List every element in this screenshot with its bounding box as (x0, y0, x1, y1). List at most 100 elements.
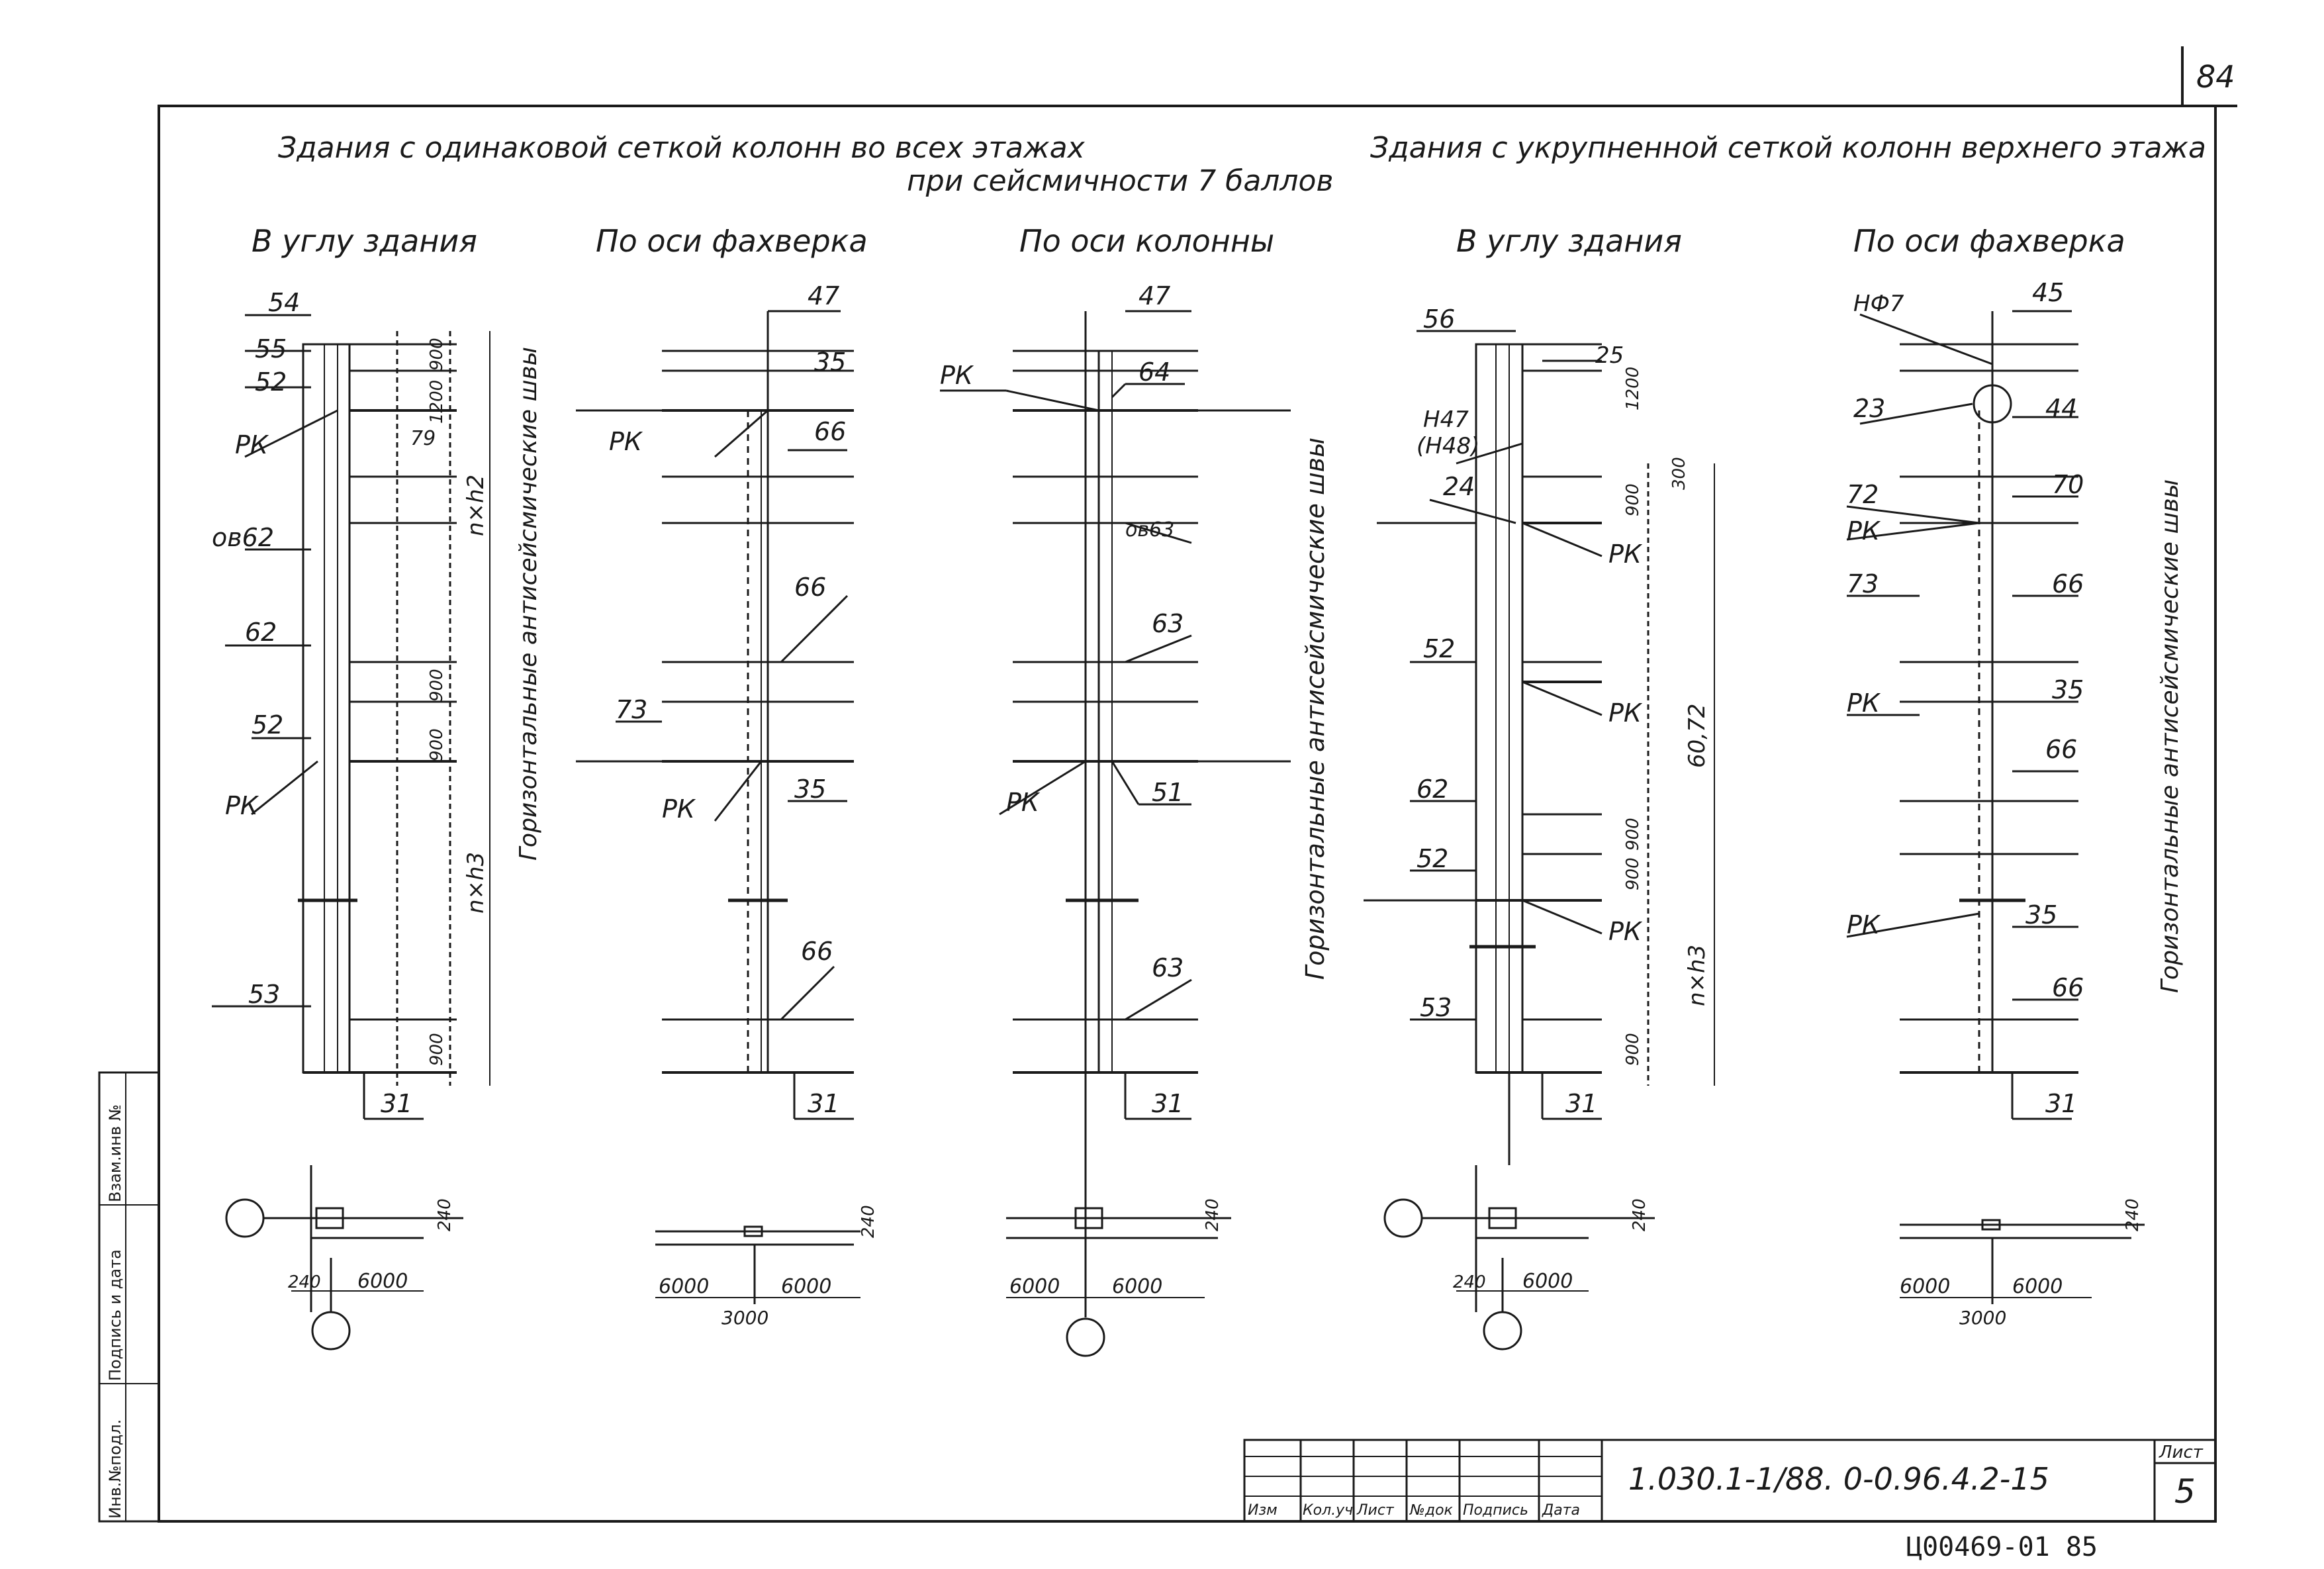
panel-2-plan-dim: 6000 (659, 1275, 709, 1298)
panel-5-labels: НФ7 45 23 44 72 70 РК 73 66 РК 35 66 РК … (1847, 278, 2084, 1118)
panel-4-plan-dim: 240 (1630, 1198, 1650, 1231)
label: 70 (2052, 470, 2084, 499)
panel-1-labels: 54 55 52 РК 79 ов62 62 52 РК 53 31 (212, 288, 436, 1118)
panel-5-plan-dim: 6000 (2012, 1275, 2063, 1298)
margin-inv-podl: Инв.№подл. (106, 1419, 124, 1519)
label: РК (225, 791, 259, 820)
label: РК (1847, 516, 1881, 546)
panel-3-plan-dim: 6000 (1009, 1275, 1060, 1298)
stamp-cell: Дата (1542, 1502, 1580, 1519)
title-left: Здания с одинаковой сеткой колонн во все… (278, 131, 1086, 165)
dim: 1200 (427, 380, 447, 424)
dim: n×h3 (463, 852, 489, 914)
panel-1-elevation (212, 314, 490, 1120)
label: 72 (1847, 480, 1879, 509)
label: 54 (268, 288, 300, 317)
title-block (1243, 1439, 2217, 1523)
label: 52 (252, 710, 283, 739)
label: НФ7 (1853, 291, 1904, 317)
panel-5-plan (1900, 1219, 2145, 1304)
panel-2-plan (655, 1225, 860, 1304)
label: 35 (2025, 900, 2057, 929)
dim: 900 (427, 669, 447, 702)
sheet-number: 5 (2174, 1472, 2196, 1511)
label: 31 (1152, 1089, 1184, 1118)
label: 47 (808, 281, 839, 310)
label: 35 (814, 348, 846, 377)
panel-2-plan-dim: 3000 (721, 1307, 768, 1329)
dim: 900 (427, 728, 447, 761)
panel-1-plan-dim: 240 (435, 1198, 455, 1231)
panel-5-plan-dim: 3000 (1959, 1307, 2006, 1329)
panel-1-side-text: Горизонтальные антисейсмические швы (515, 347, 542, 861)
label: РК (1608, 698, 1643, 728)
panel-4-plan-dim: 6000 (1522, 1270, 1573, 1293)
label: 66 (2052, 973, 2084, 1002)
panel-4-heading: В углу здания (1456, 223, 1682, 259)
label: ов62 (212, 523, 274, 552)
label: 56 (1423, 305, 1455, 334)
panel-2-heading: По оси фахверка (596, 223, 868, 259)
label: 73 (1847, 569, 1879, 598)
label: 31 (1565, 1089, 1597, 1118)
label: 24 (1443, 472, 1475, 501)
dim: 900 (1623, 857, 1643, 890)
label: 31 (2045, 1089, 2077, 1118)
margin-stamp: Инв.№подл. Подпись и дата Взам.инв № (98, 1071, 160, 1523)
dim: 900 (1623, 483, 1643, 516)
label: 45 (2032, 278, 2064, 307)
label: 52 (1417, 844, 1448, 873)
panel-3-labels: 47 РК 64 ов63 63 РК 51 63 31 (940, 281, 1184, 1118)
panel-3-plan-dim: 240 (1203, 1198, 1223, 1231)
dim: 900 (427, 1033, 447, 1066)
panel-5-side-text: Горизонтальные антисейсмические швы (2157, 479, 2184, 993)
label: 64 (1139, 357, 1170, 387)
label: (Н48) (1417, 433, 1479, 459)
panel-4-elevation (1364, 330, 1715, 1165)
label: 25 (1595, 342, 1624, 369)
label: РК (940, 361, 974, 390)
panel-1-dims: 900 1200 900 900 n×h2 n×h3 900 (427, 338, 489, 1066)
panel-5-heading: По оси фахверка (1853, 223, 2125, 259)
stamp-cell: Лист (1356, 1502, 1395, 1519)
label: 31 (381, 1089, 412, 1118)
label: 63 (1152, 609, 1184, 638)
label: 73 (616, 695, 647, 724)
panel-3-side-text: Горизонтальные антисейсмические швы (1301, 438, 1330, 980)
label: 63 (1152, 953, 1184, 982)
dim: 1200 (1623, 367, 1643, 410)
label: РК (662, 794, 696, 824)
label: 35 (2052, 675, 2084, 704)
panel-5-plan-dim: 240 (2123, 1198, 2143, 1231)
label: 62 (1417, 775, 1448, 804)
panel-4-plan-dim: 240 (1453, 1272, 1486, 1292)
panel-1-plan-dim: 240 (288, 1272, 321, 1292)
dim: n×h3 (1684, 945, 1710, 1006)
stamp-cell: Изм (1248, 1502, 1278, 1519)
label: 47 (1139, 281, 1170, 310)
panel-3-plan-dim: 6000 (1112, 1275, 1162, 1298)
label: 66 (2052, 569, 2084, 598)
label: 79 (410, 427, 436, 450)
label: РК (1847, 910, 1881, 939)
panel-1-plan-dim: 6000 (357, 1270, 408, 1293)
panel-5-elevation (1846, 310, 2078, 1120)
label: 53 (248, 980, 280, 1009)
label: 66 (2045, 735, 2077, 764)
label: РК (609, 427, 643, 456)
label: РК (235, 430, 269, 459)
stamp-cell: №док (1409, 1502, 1454, 1519)
dim: 900 (1623, 1033, 1643, 1066)
stamp-cell: Кол.уч (1303, 1502, 1353, 1519)
label: 52 (1423, 634, 1455, 663)
label: 62 (245, 618, 277, 647)
label: РК (1608, 917, 1643, 946)
document-code: 1.030.1-1/88. 0-0.96.4.2-15 (1628, 1461, 2049, 1497)
label: РК (1847, 689, 1881, 718)
sheet-frame (158, 46, 2237, 1523)
label: РК (1608, 540, 1643, 569)
label: 55 (255, 334, 287, 363)
title-right: Здания с укрупненной сеткой колонн верхн… (1370, 131, 2206, 165)
panel-4-labels: 56 25 Н47 (Н48) 24 РК 52 РК 62 52 РК 53 … (1417, 305, 1643, 1118)
label: 52 (255, 367, 287, 397)
